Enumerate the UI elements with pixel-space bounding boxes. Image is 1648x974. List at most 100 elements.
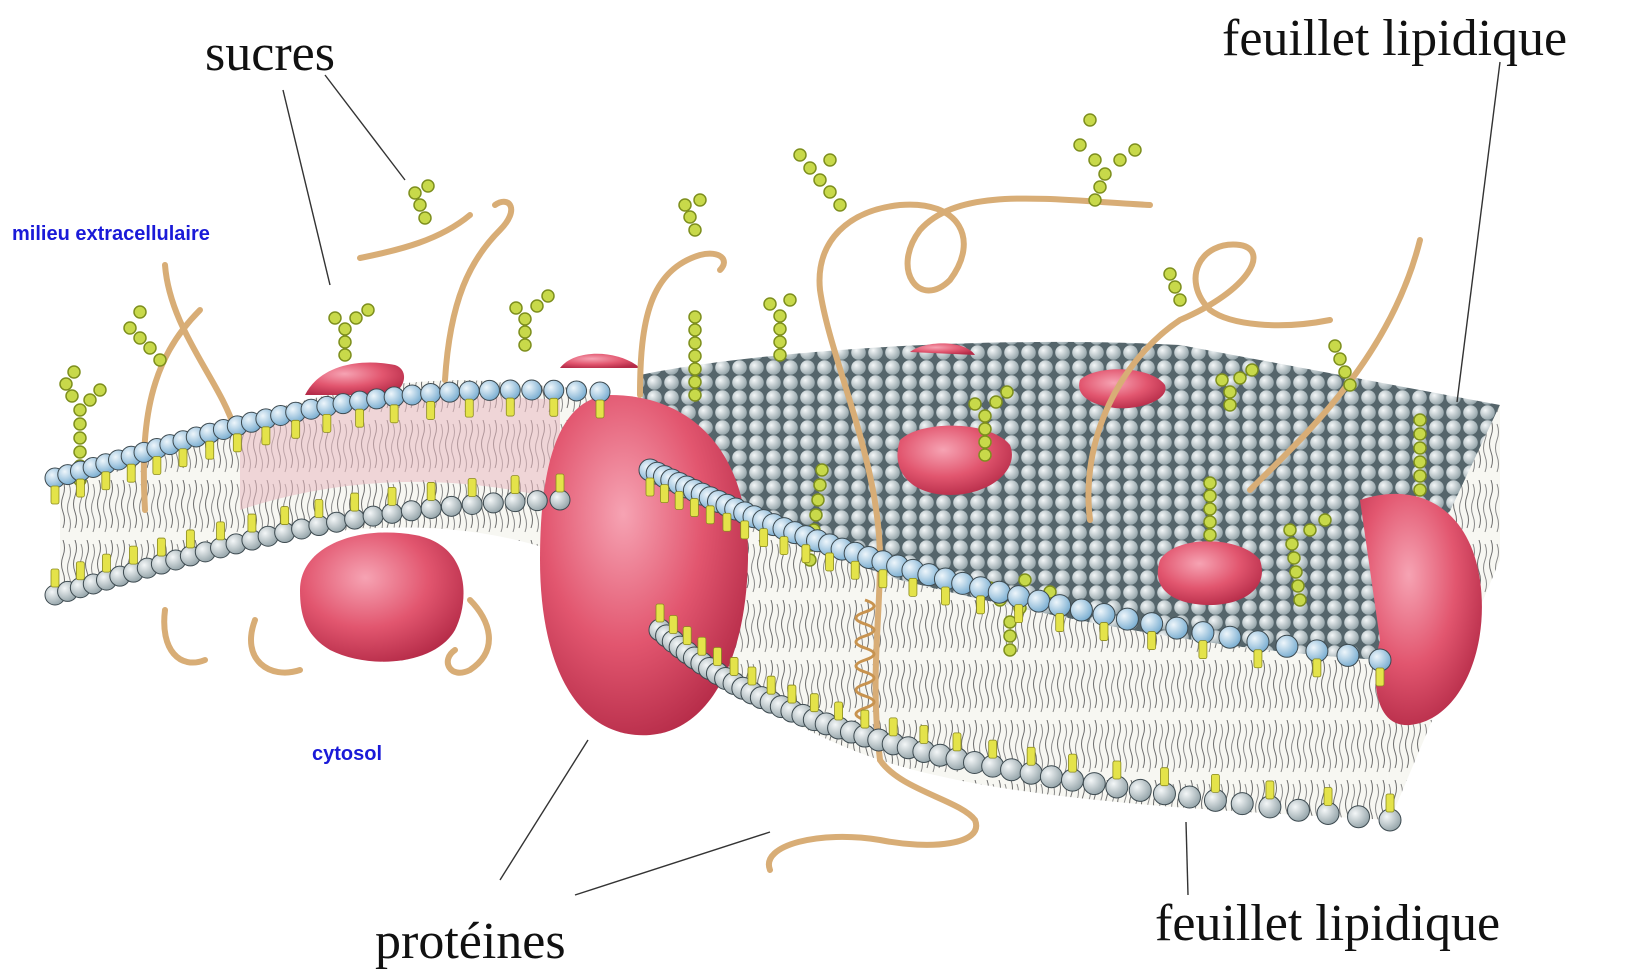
lipid-tail [889, 718, 897, 736]
lipid-tail [953, 733, 961, 751]
lipid-tail [351, 493, 359, 511]
lipid-head [1231, 793, 1253, 815]
lipid-head [440, 382, 460, 402]
lipid-tail [767, 676, 775, 694]
lipid-tail [941, 587, 949, 605]
lipid-tail [1266, 781, 1274, 799]
lipid-head [544, 380, 564, 400]
lipid-tail [741, 521, 749, 539]
lipid-tail [1056, 614, 1064, 632]
lipid-tail [248, 514, 256, 532]
lipid-head [382, 503, 402, 523]
lipid-head [309, 516, 329, 536]
lipid-tail [217, 522, 225, 540]
lipid-head [1166, 617, 1188, 639]
lipid-tail [233, 434, 241, 452]
label-sugars: sucres [205, 25, 335, 82]
lipid-head [367, 389, 387, 409]
lipid-tail [1160, 768, 1168, 786]
lipid-tail [1113, 761, 1121, 779]
lipid-tail [713, 648, 721, 666]
lipid-head [1001, 759, 1023, 781]
lipid-tail [646, 478, 654, 496]
lipid-head [567, 381, 587, 401]
lipid-head [292, 519, 312, 539]
lipid-tail [127, 464, 135, 482]
lipid-tail [76, 562, 84, 580]
lipid-tail [656, 604, 664, 622]
lipid-tail [802, 545, 810, 563]
lipid-tail [1100, 623, 1108, 641]
lipid-tail [1376, 668, 1384, 686]
lipid-tail [102, 472, 110, 490]
lipid-tail [1015, 605, 1023, 623]
lipid-tail [1211, 774, 1219, 792]
label-extracellular: milieu extracellulaire [12, 223, 210, 245]
lipid-tail [1199, 641, 1207, 659]
protein-slab-2 [1158, 541, 1262, 605]
sugar-tree-14 [1204, 477, 1216, 541]
lipid-tail [1313, 659, 1321, 677]
lipid-tail [788, 685, 796, 703]
lipid-tail [851, 561, 859, 579]
lipid-tail [810, 694, 818, 712]
lipid-tail [698, 637, 706, 655]
lipid-head [527, 491, 547, 511]
lipid-tail [390, 405, 398, 423]
lipid-tail [1386, 794, 1394, 812]
lipid-head [327, 512, 347, 532]
lipid-head [1337, 644, 1359, 666]
lipid-tail [292, 420, 300, 438]
lipid-tail [206, 441, 214, 459]
lipid-head [1040, 766, 1062, 788]
lipid-tail [1148, 632, 1156, 650]
lipid-tail [879, 570, 887, 588]
sugar-tree-2 [124, 306, 166, 366]
label-proteins: protéines [375, 913, 566, 970]
lipid-tail [660, 485, 668, 503]
lipid-tail [186, 530, 194, 548]
lipid-head [421, 383, 441, 403]
lipid-head [1288, 799, 1310, 821]
lipid-tail [315, 500, 323, 518]
lipid-tail [550, 398, 558, 416]
lipid-tail [596, 400, 604, 418]
lipid-tail [1027, 747, 1035, 765]
sugar-tree-10 [1074, 114, 1141, 206]
lipid-head [1348, 806, 1370, 828]
lipid-head [402, 385, 422, 405]
lipid-head [1179, 786, 1201, 808]
lipid-head [483, 493, 503, 513]
lipid-head [459, 381, 479, 401]
lipid-tail [669, 616, 677, 634]
lipid-tail [157, 538, 165, 556]
lipid-head [479, 380, 499, 400]
lipid-head [363, 506, 383, 526]
lipid-tail [748, 667, 756, 685]
lipid-tail [977, 596, 985, 614]
lipid-tail [556, 474, 564, 492]
lipid-head [1276, 635, 1298, 657]
lipid-head [550, 490, 570, 510]
lipid-head [345, 509, 365, 529]
lipid-tail [179, 449, 187, 467]
sugar-tree-19 [1164, 268, 1186, 306]
lipid-tail [468, 479, 476, 497]
sugar-tree-8 [764, 294, 796, 361]
lipid-head [401, 501, 421, 521]
lipid-head [522, 380, 542, 400]
lipid-tail [920, 725, 928, 743]
lipid-tail [262, 427, 270, 445]
lipid-tail [427, 482, 435, 500]
lipid-head [462, 495, 482, 515]
lipid-tail [909, 578, 917, 596]
lipid-tail [388, 487, 396, 505]
lipid-tail [427, 401, 435, 419]
lipid-tail [760, 529, 768, 547]
lipid-tail [780, 537, 788, 555]
lipid-tail [730, 657, 738, 675]
lipid-tail [723, 513, 731, 531]
lipid-tail [511, 476, 519, 494]
lipid-tail [1068, 754, 1076, 772]
